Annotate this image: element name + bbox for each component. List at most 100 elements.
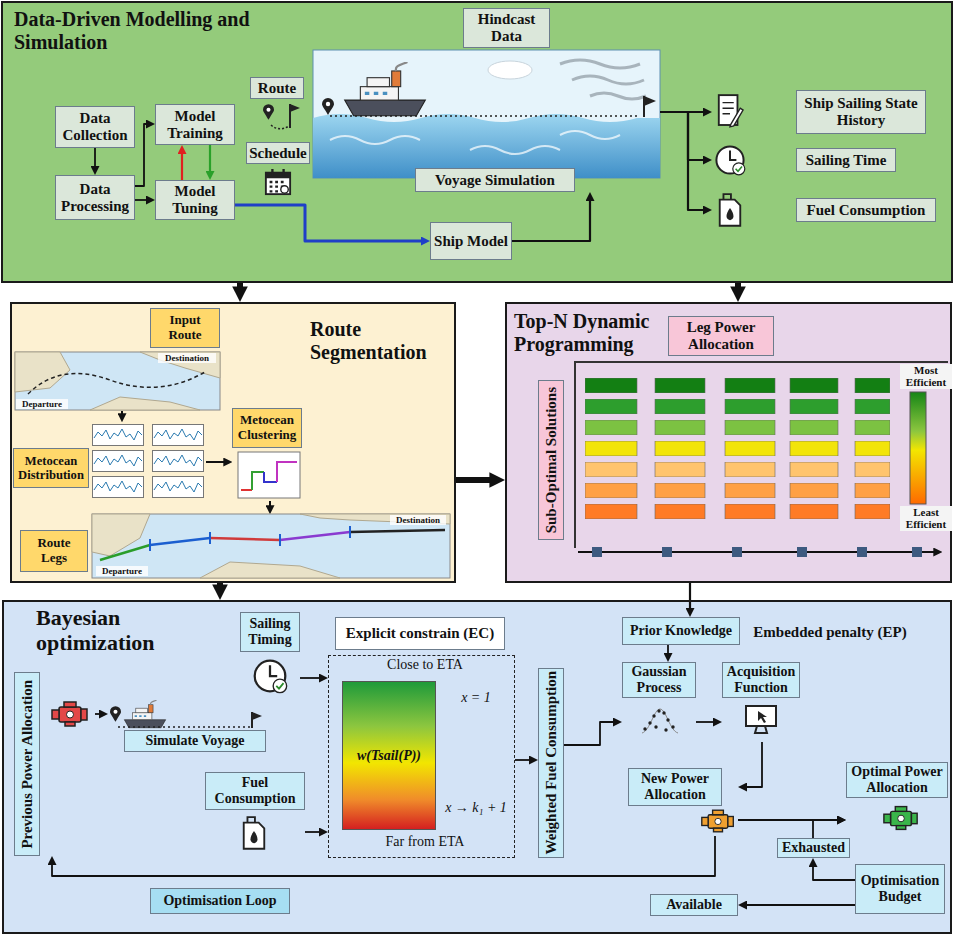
route-map: [15, 352, 220, 410]
icon-node: Schedule: [246, 140, 310, 200]
route-map: [15, 352, 220, 410]
cluster-plot: [264, 472, 277, 482]
route-map: [28, 372, 205, 394]
node-text: Schedule: [249, 145, 307, 162]
panel-title: Data-Driven Modelling and Simulation: [14, 8, 264, 53]
flow-connector: [456, 477, 494, 483]
node-text: Weighted Fuel Consumption: [543, 671, 560, 854]
icon-node: Sailing Timing: [240, 612, 300, 698]
flow-connector: [660, 112, 706, 210]
bayes-icons: [746, 706, 776, 733]
icon-node: Acquisition Function: [722, 662, 800, 742]
flow-connector: [209, 145, 211, 174]
solution-grid: [585, 483, 890, 498]
icon-node: Optimal Power Allocation: [846, 762, 948, 836]
node-text: Optimisation Loop: [163, 893, 276, 909]
label-box: Previous Power Allocation: [14, 672, 40, 856]
note-label: Embedded penalty (EP): [745, 624, 915, 641]
label-box: Voyage Simulation: [415, 168, 575, 192]
panel-title-area: Route Segmentation: [310, 318, 448, 363]
solution-grid: [910, 392, 926, 504]
flow-connector: [744, 904, 855, 906]
flow-connector: [735, 283, 741, 291]
node-text: Sailing Timing: [244, 616, 296, 648]
node-text: Available: [666, 897, 722, 913]
bayes-icons: [52, 702, 87, 726]
map-label: Departure: [96, 566, 148, 576]
panel-title: Top-N Dynamic Programming: [514, 310, 664, 355]
solution-grid: [585, 462, 890, 477]
flow-connector: [813, 820, 840, 838]
node-text: Model Training: [159, 108, 231, 142]
fuel-can-icon: [720, 194, 741, 226]
panel-title-area: Data-Driven Modelling and Simulation: [14, 8, 264, 53]
bayes-icons: [255, 661, 287, 693]
flow-connector: [689, 583, 691, 611]
flow-connector: [181, 151, 183, 180]
icon-node: Route: [250, 75, 304, 133]
bayes-icons: [702, 810, 734, 832]
node-text: Sub-Optimal Solutions: [543, 387, 560, 533]
bayes-icons: [642, 709, 678, 733]
flow-connector: [237, 283, 243, 291]
frame-text: x = 1: [440, 690, 512, 706]
voyage-illustration: [644, 96, 656, 106]
section-panel: Input RouteMetocean DistributionMetocean…: [10, 302, 456, 583]
solution-grid: [578, 551, 936, 553]
frame-text: Far from ETA: [370, 834, 480, 850]
node-text: Route: [258, 80, 296, 97]
voyage-illustration: [345, 62, 426, 116]
panel-fill: [10, 302, 456, 583]
route-legs-map: [100, 545, 150, 560]
frame-text-area: Far from ETA: [370, 834, 480, 850]
label-area: Most Efficient: [900, 364, 952, 389]
icon-node: Gaussian Process: [622, 662, 696, 742]
panel-fill: [505, 302, 952, 583]
bayes-icons: [124, 700, 165, 728]
solution-grid: [585, 441, 890, 456]
icon-node: Voyage Simulation: [313, 50, 660, 192]
node-text: Explicit constrain (EC): [346, 625, 494, 642]
route-legs-map: [210, 538, 280, 540]
constraint-frame: w(Tsail(P))Close to ETAx = 1x → k₁ + 1Fa…: [328, 655, 515, 858]
panel-fill: [1, 1, 953, 283]
flow-connector: [660, 112, 706, 160]
frame-text: Close to ETA: [370, 657, 480, 673]
label-box: Schedule: [246, 142, 310, 164]
label-box: Ship Sailing State History: [796, 90, 926, 134]
solution-grid: [912, 547, 922, 557]
flow-connector: [300, 677, 322, 679]
node-text: Gaussian Process: [626, 664, 692, 696]
node-text: w(Tsail(P)): [357, 748, 421, 764]
route-legs-map: [350, 530, 445, 532]
flow-connector: [217, 583, 223, 589]
flow-connector: [564, 722, 616, 745]
node-text: Exhausted: [782, 840, 845, 856]
section-panel: Previous Power AllocationSimulate Voyage…: [2, 600, 952, 934]
metocean-plot: [93, 425, 144, 446]
flow-arrow: [121, 411, 123, 416]
label-box: Sailing Timing: [240, 612, 300, 652]
bayes-icons: [884, 807, 917, 830]
route-legs-map: [92, 514, 450, 578]
node-text: Optimisation Budget: [859, 873, 941, 905]
route-icon: [290, 104, 300, 112]
label-box: Sailing Time: [796, 148, 896, 172]
node-text: Hindcast Data: [467, 11, 546, 45]
metocean-plot: [93, 425, 204, 498]
node-text: Optimal Power Allocation: [850, 764, 944, 796]
solution-grid: [585, 399, 890, 414]
node-text: Input Route: [154, 313, 216, 342]
solution-grid: [575, 362, 948, 548]
label-box: Gaussian Process: [622, 662, 696, 698]
label-box: New Power Allocation: [628, 768, 722, 806]
panel-title: Bayesian optimization: [36, 606, 196, 656]
map-label: Destination: [158, 353, 216, 363]
label-box: Acquisition Function: [722, 662, 800, 698]
flow-arrow: [206, 461, 226, 463]
flow-connector: [813, 864, 855, 880]
label-area: Destination: [390, 515, 446, 525]
